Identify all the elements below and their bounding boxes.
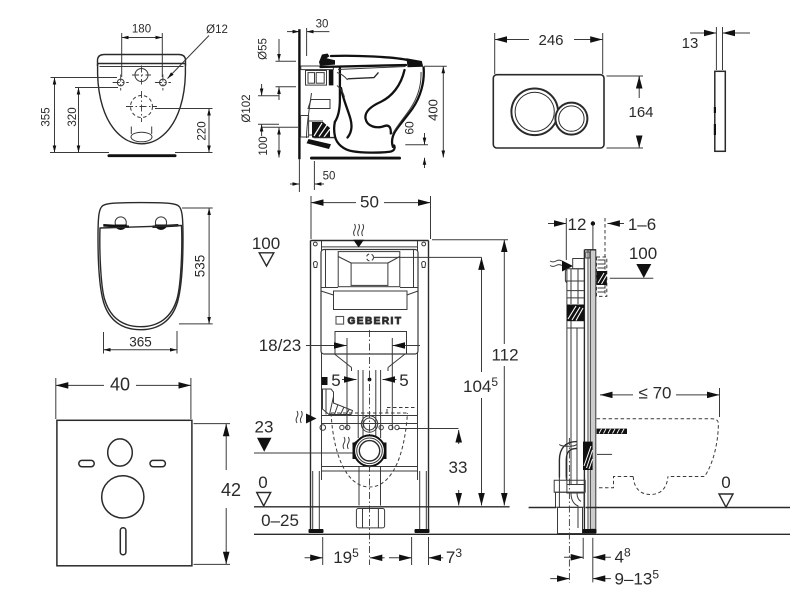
svg-text:5: 5 (331, 371, 340, 390)
svg-text:220: 220 (197, 121, 209, 140)
svg-text:50: 50 (360, 193, 379, 212)
svg-text:9–135: 9–135 (615, 568, 660, 589)
svg-text:0: 0 (721, 473, 730, 492)
svg-text:112: 112 (491, 346, 518, 365)
svg-text:1–6: 1–6 (628, 215, 656, 234)
svg-text:12: 12 (568, 215, 587, 234)
svg-text:33: 33 (449, 458, 468, 477)
svg-text:30: 30 (316, 19, 329, 31)
svg-text:60: 60 (403, 121, 417, 135)
svg-text:13: 13 (682, 35, 699, 52)
svg-text:100: 100 (258, 136, 270, 155)
svg-text:50: 50 (323, 171, 336, 183)
svg-text:365: 365 (129, 335, 152, 350)
svg-text:535: 535 (193, 255, 208, 278)
svg-text:Ø55: Ø55 (258, 38, 270, 60)
svg-text:1045: 1045 (463, 375, 498, 396)
svg-text:320: 320 (67, 107, 79, 126)
svg-text:0: 0 (258, 473, 267, 492)
svg-text:180: 180 (132, 24, 151, 36)
svg-text:Ø102: Ø102 (241, 94, 253, 122)
svg-text:246: 246 (538, 32, 563, 49)
svg-text:GEBERIT: GEBERIT (348, 316, 403, 327)
svg-text:5: 5 (399, 371, 408, 390)
svg-text:42: 42 (221, 480, 241, 500)
svg-text:164: 164 (628, 104, 653, 121)
svg-text:100: 100 (252, 234, 280, 253)
svg-text:≤ 70: ≤ 70 (639, 384, 672, 403)
svg-text:23: 23 (255, 418, 274, 437)
svg-text:18/23: 18/23 (259, 336, 302, 355)
svg-text:355: 355 (41, 107, 53, 126)
svg-text:0–25: 0–25 (261, 511, 299, 530)
svg-text:400: 400 (426, 99, 441, 121)
svg-text:40: 40 (110, 375, 130, 395)
svg-text:100: 100 (629, 244, 657, 263)
svg-text:Ø12: Ø12 (206, 24, 228, 36)
